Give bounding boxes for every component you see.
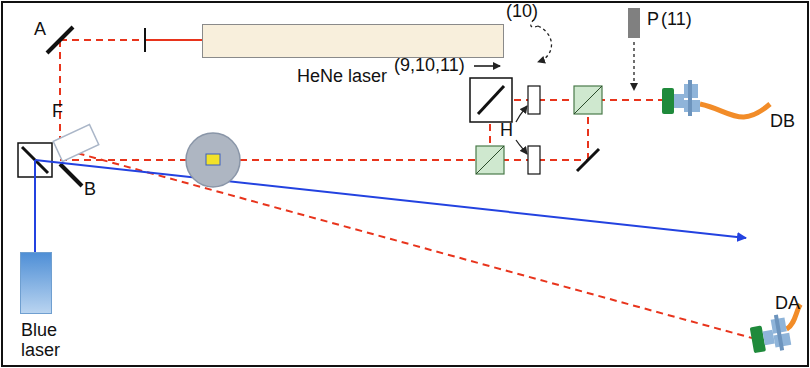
hene-beam xyxy=(60,40,752,338)
blue-beam xyxy=(34,160,36,252)
mirror-b xyxy=(60,164,82,186)
part-letter: H xyxy=(500,121,513,141)
detector-name: DB xyxy=(770,112,795,132)
translation-box xyxy=(470,78,512,122)
hene-output xyxy=(145,39,202,41)
sample-mount xyxy=(186,133,240,187)
detector-name: DA xyxy=(775,294,800,314)
callout-number: (11) xyxy=(661,10,692,30)
part-letter: B xyxy=(84,180,96,200)
beam-splitter xyxy=(574,86,602,114)
blue-beam xyxy=(35,160,746,238)
part-letter: F xyxy=(52,102,63,122)
insert-arrow xyxy=(633,42,634,90)
h-arrow xyxy=(516,106,527,122)
translate-arrow xyxy=(474,65,500,67)
callout-number: (10) xyxy=(506,2,538,22)
mirror-a xyxy=(47,27,73,53)
mirror xyxy=(478,86,504,114)
rotate-arrow xyxy=(538,26,552,62)
part-letter: A xyxy=(34,20,46,40)
part-letter: P xyxy=(647,10,659,30)
sample xyxy=(206,154,220,165)
aperture xyxy=(144,28,146,52)
laser-box: HeNe laser xyxy=(202,24,504,58)
laser-box: Blue laser xyxy=(20,252,52,314)
waveplate xyxy=(528,146,540,174)
rotate-arrow xyxy=(531,20,538,27)
beam-splitter xyxy=(476,146,504,174)
mirror xyxy=(577,149,599,171)
detector-db xyxy=(662,80,770,117)
flip-mirror-f xyxy=(53,125,99,162)
node-label: HeNe laser xyxy=(297,67,387,87)
callout-number: (9,10,11) xyxy=(394,56,465,76)
waveplate xyxy=(528,86,540,114)
node-label: Blue laser xyxy=(21,321,73,361)
h-arrow xyxy=(516,140,527,154)
beam-splitter xyxy=(574,86,602,114)
polarizer xyxy=(628,8,640,38)
beam-splitter xyxy=(476,146,504,174)
